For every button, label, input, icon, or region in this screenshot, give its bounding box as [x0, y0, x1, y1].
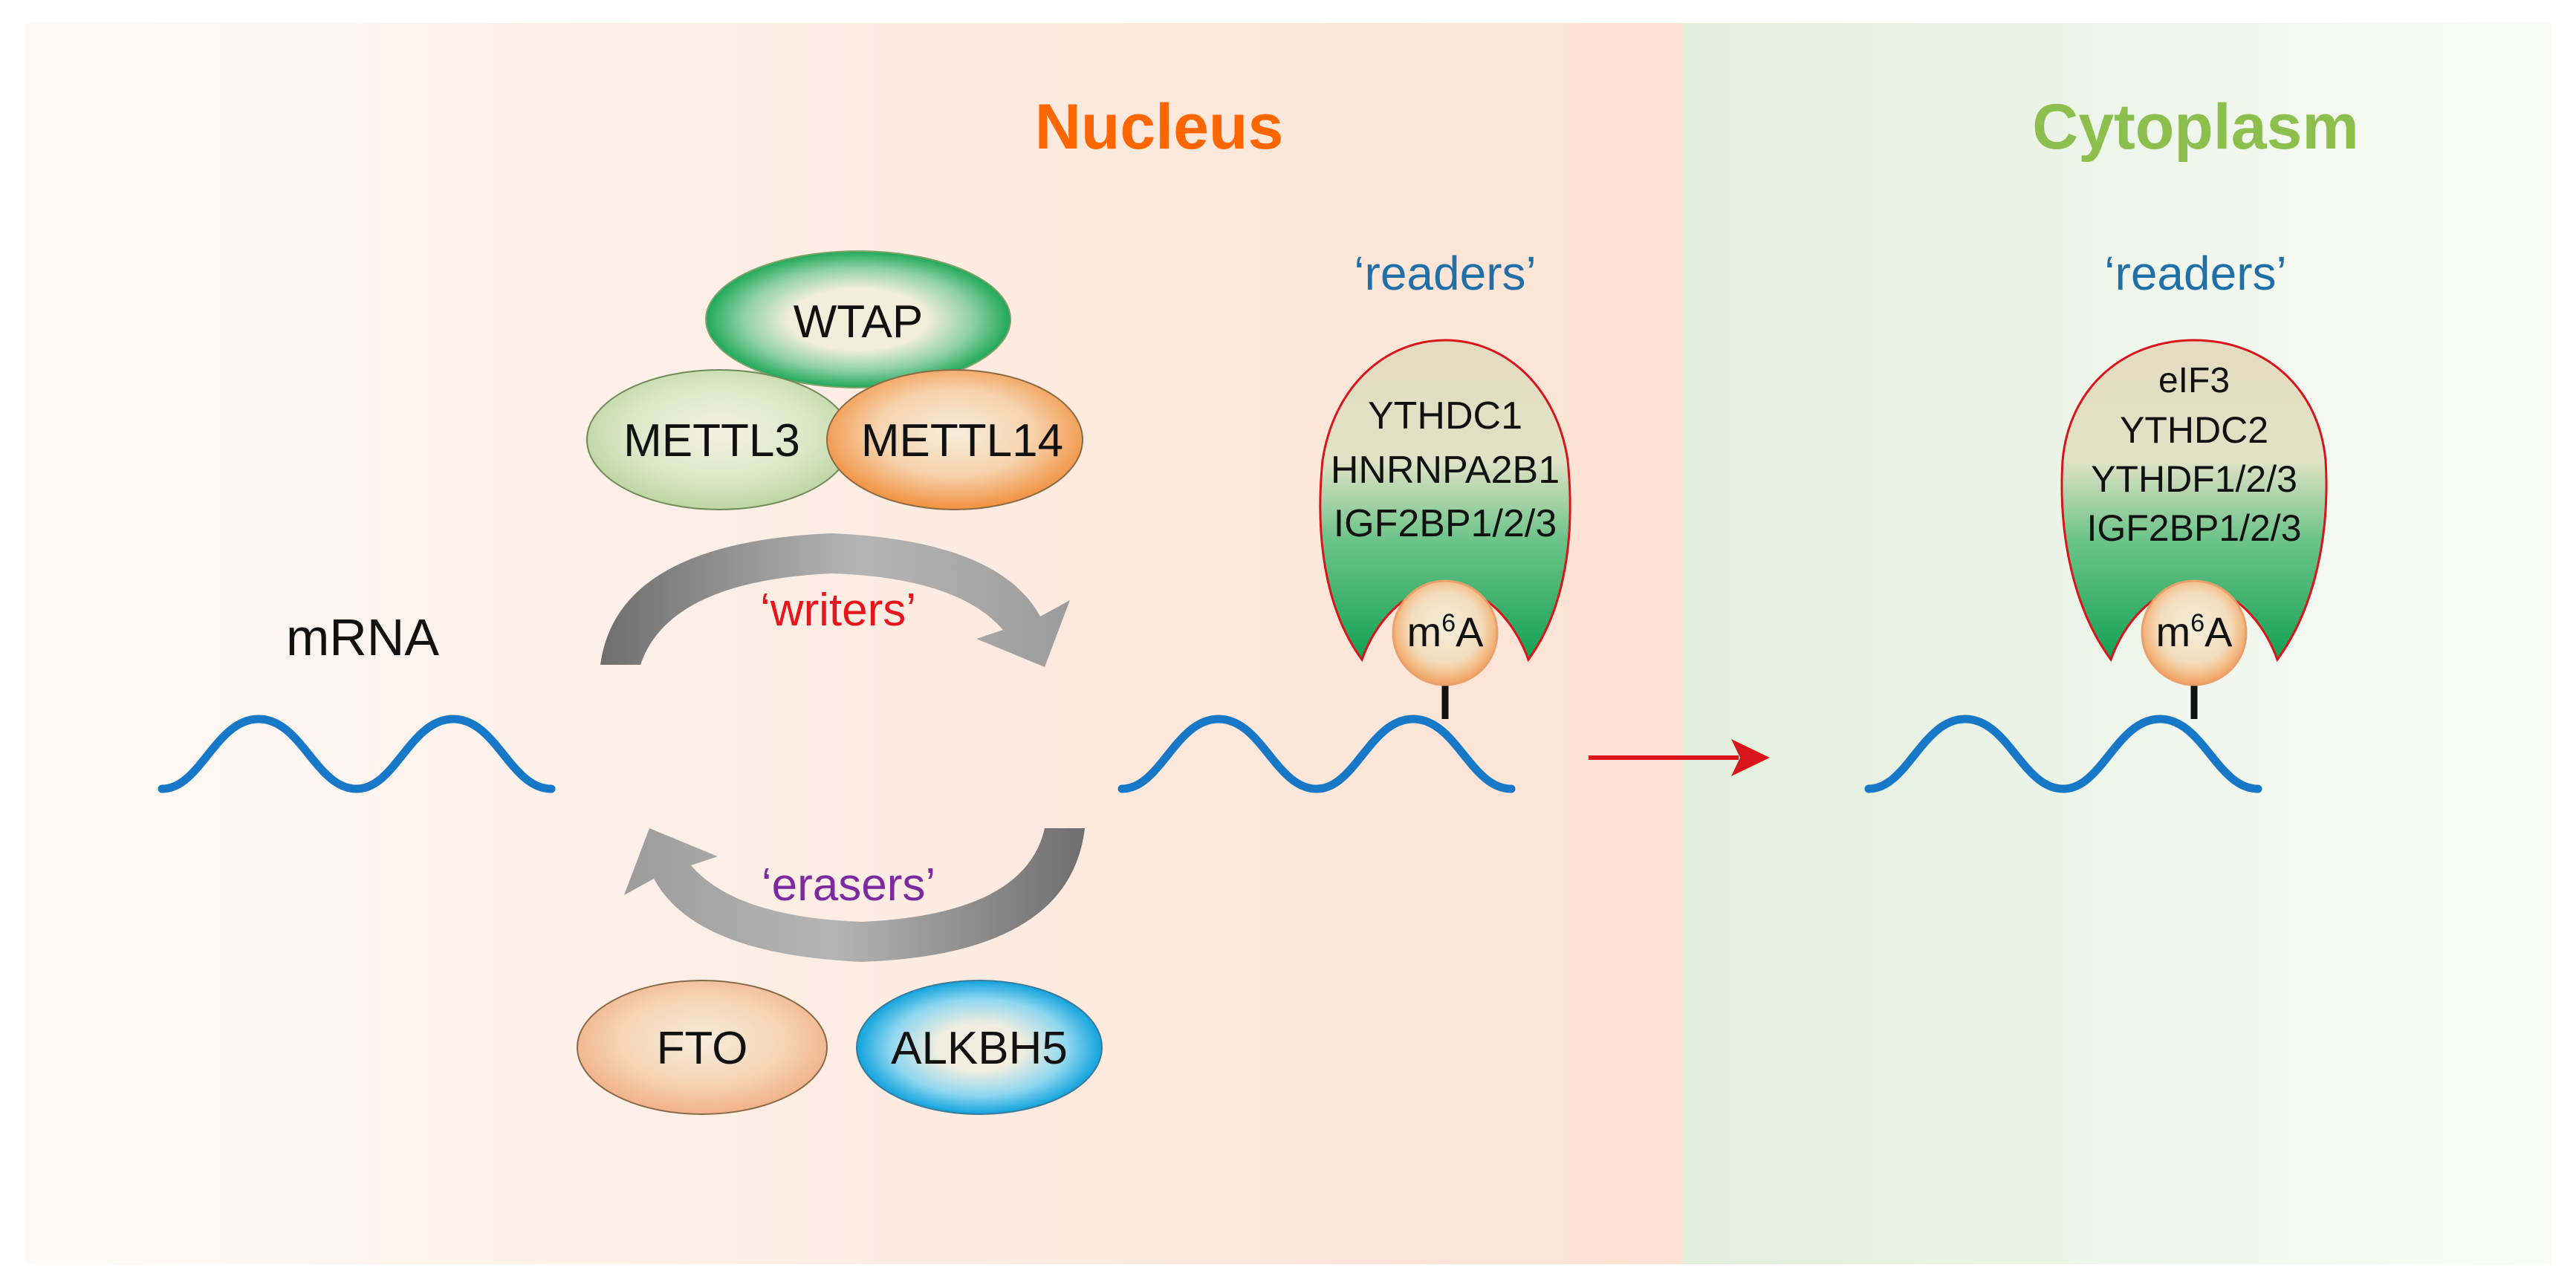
writers-complex: WTAP METTL3 METTL14 [586, 250, 1083, 510]
cyto-reader-igf2bp: IGF2BP1/2/3 [2086, 507, 2301, 549]
nuclear-readers-label: ‘readers’ [1354, 247, 1536, 300]
wtap-protein [705, 250, 1011, 388]
m6a-label-cytoplasm: m6A [2156, 608, 2233, 655]
mettl14-protein [826, 369, 1083, 510]
m6a-superscript-nuclear: 6 [1441, 609, 1456, 637]
erasers-complex: FTO ALKBH5 [577, 980, 1103, 1115]
erasers-label: ‘erasers’ [762, 859, 935, 911]
cyto-reader-eif3: eIF3 [2158, 361, 2230, 400]
alkbh5-protein [856, 980, 1103, 1115]
cytoplasmic-readers-label: ‘readers’ [2104, 247, 2286, 300]
mettl3-label: METTL3 [623, 415, 800, 466]
alkbh5-label: ALKBH5 [891, 1023, 1068, 1074]
cyto-reader-ythdc2: YTHDC2 [2120, 409, 2268, 451]
m6a-base-nuclear: m [1407, 608, 1442, 655]
nuclear-reader-ythdc1: YTHDC1 [1368, 394, 1522, 438]
export-arrow [1589, 739, 1770, 776]
m6a-suffix-nuclear: A [1456, 608, 1484, 655]
m6a-site-cytoplasm [2141, 579, 2248, 686]
m6a-superscript-cytoplasm: 6 [2190, 609, 2204, 637]
fto-label: FTO [657, 1023, 748, 1074]
fto-protein [577, 980, 828, 1115]
nuclear-reader-igf2bp: IGF2BP1/2/3 [1334, 502, 1557, 545]
cyto-reader-ythdf: YTHDF1/2/3 [2091, 458, 2297, 500]
mrna-wave-nuclear [1117, 715, 1516, 793]
nuclear-reader-hnrnpa2b1: HNRNPA2B1 [1331, 449, 1560, 492]
m6a-label-nuclear: m6A [1407, 608, 1485, 655]
mrna-label: mRNA [286, 608, 439, 666]
mrna-wave-unmodified [158, 715, 556, 793]
nucleus-title: Nucleus [1035, 91, 1284, 163]
m6a-base-cytoplasm: m [2156, 608, 2191, 655]
erasers-arrow [624, 828, 1085, 962]
cytoplasm-title: Cytoplasm [2032, 91, 2359, 163]
mrna-wave-cytoplasm [1864, 715, 2262, 793]
wtap-label: WTAP [794, 296, 924, 348]
m6a-site-nuclear [1392, 579, 1499, 686]
writers-arrow [600, 533, 1070, 667]
m6a-suffix-cytoplasm: A [2204, 608, 2233, 655]
writers-label: ‘writers’ [760, 585, 916, 636]
mettl14-label: METTL14 [861, 415, 1063, 466]
